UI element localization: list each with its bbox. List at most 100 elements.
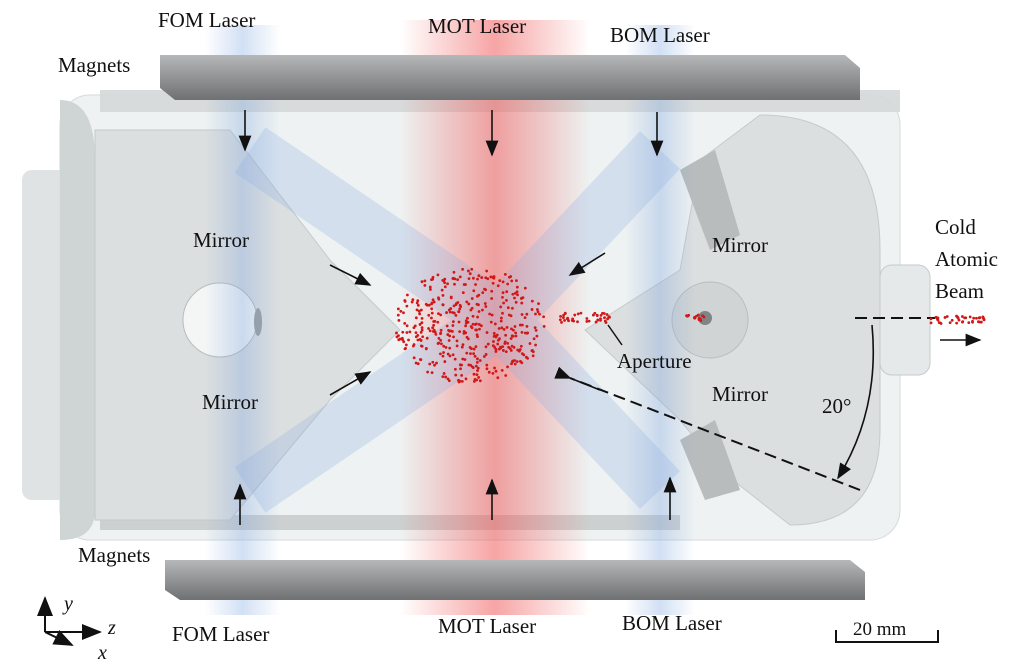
atom-dot: [443, 360, 447, 363]
atom-dot: [535, 308, 539, 311]
atom-dot: [402, 311, 405, 315]
atom-dot: [462, 332, 466, 335]
atom-dot: [505, 326, 509, 329]
atom-dot: [457, 310, 461, 314]
atom-dot: [503, 272, 507, 276]
atom-dot: [501, 291, 505, 295]
atom-dot: [447, 379, 451, 383]
mot-laser-bottom-label: MOT Laser: [438, 614, 536, 638]
atom-dot: [475, 328, 478, 332]
atom-dot: [471, 322, 475, 326]
atom-dot: [520, 301, 524, 305]
atom-dot: [410, 300, 414, 304]
atom-dot: [439, 332, 442, 336]
atom-dot: [491, 371, 495, 375]
atom-dot: [451, 311, 455, 314]
atom-dot: [935, 316, 938, 319]
atom-dot: [430, 302, 434, 306]
atom-dot: [514, 334, 518, 338]
cold-atomic-beam-label-3: Beam: [935, 279, 984, 303]
atom-dot: [437, 312, 440, 316]
atom-dot: [523, 331, 527, 335]
atom-dot: [408, 330, 412, 334]
atom-dot: [510, 334, 514, 338]
atom-dot: [960, 315, 964, 318]
atom-dot: [472, 289, 476, 293]
atom-dot: [442, 351, 445, 354]
atom-dot: [441, 375, 445, 378]
atom-dot: [526, 331, 530, 335]
atom-dot: [500, 368, 504, 372]
atom-dot: [424, 302, 428, 306]
atom-dot: [475, 378, 479, 382]
atom-dot: [503, 342, 507, 345]
atom-dot: [457, 380, 461, 384]
atom-dot: [473, 354, 477, 358]
atom-dot: [420, 344, 424, 348]
atom-dot: [474, 345, 478, 349]
bom-laser-bottom-label: BOM Laser: [622, 611, 722, 635]
atom-dot: [957, 318, 961, 322]
atom-dot: [458, 330, 462, 334]
atom-dot: [603, 316, 606, 320]
atom-dot: [608, 315, 611, 319]
atom-dot: [405, 293, 409, 297]
atom-dot: [467, 302, 471, 306]
magnet-bottom: [165, 560, 865, 600]
atom-dot: [405, 324, 409, 328]
atom-dot: [436, 320, 440, 324]
atom-dot: [496, 342, 500, 346]
atom-dot: [474, 283, 477, 286]
atom-dot: [510, 327, 513, 331]
atom-dot: [492, 340, 495, 343]
atom-dot: [396, 307, 400, 311]
atom-dot: [460, 345, 464, 349]
atom-dot: [538, 312, 541, 316]
atom-dot: [936, 318, 940, 322]
fom-laser-top-label: FOM Laser: [158, 8, 255, 32]
atom-dot: [445, 311, 448, 314]
atom-dot: [449, 295, 453, 299]
atom-dot: [465, 335, 469, 339]
axis-z-label: z: [107, 617, 116, 639]
atom-dot: [519, 344, 523, 348]
atom-dot: [467, 277, 471, 280]
atom-dot: [501, 345, 505, 349]
atom-dot: [478, 359, 482, 362]
atom-dot: [397, 318, 401, 322]
atom-dot: [520, 323, 524, 327]
atom-dot: [472, 379, 476, 383]
atom-dot: [439, 328, 443, 332]
atom-dot: [513, 291, 517, 295]
atom-dot: [505, 299, 508, 302]
atom-dot: [523, 316, 527, 320]
atom-dot: [475, 361, 479, 364]
atom-dot: [513, 296, 516, 300]
atom-dot: [490, 313, 494, 317]
atom-dot: [542, 324, 546, 328]
atom-dot: [395, 331, 398, 335]
atom-dot: [459, 305, 463, 308]
atom-dot: [439, 313, 443, 317]
atom-dot: [467, 269, 470, 273]
cold-atomic-beam-label-2: Atomic: [935, 247, 998, 271]
atom-dot: [460, 380, 464, 383]
atom-dot: [417, 309, 421, 313]
atom-dot: [516, 293, 519, 297]
atom-dot: [506, 341, 510, 345]
atom-dot: [502, 301, 506, 305]
atom-dot: [411, 344, 415, 348]
atom-dot: [520, 313, 524, 316]
atom-dot: [420, 326, 424, 330]
atom-dot: [501, 311, 504, 315]
atom-dot: [441, 279, 445, 282]
atom-dot: [437, 336, 441, 340]
coordinate-axes: [37, 596, 102, 646]
atom-dot: [470, 267, 474, 271]
atom-dot: [440, 342, 443, 346]
laser-direction-arrows: [233, 110, 982, 525]
bom-laser-top-label: BOM Laser: [610, 23, 710, 47]
atom-dot: [499, 345, 502, 349]
atom-dot: [428, 329, 432, 333]
atom-dot: [400, 336, 404, 340]
